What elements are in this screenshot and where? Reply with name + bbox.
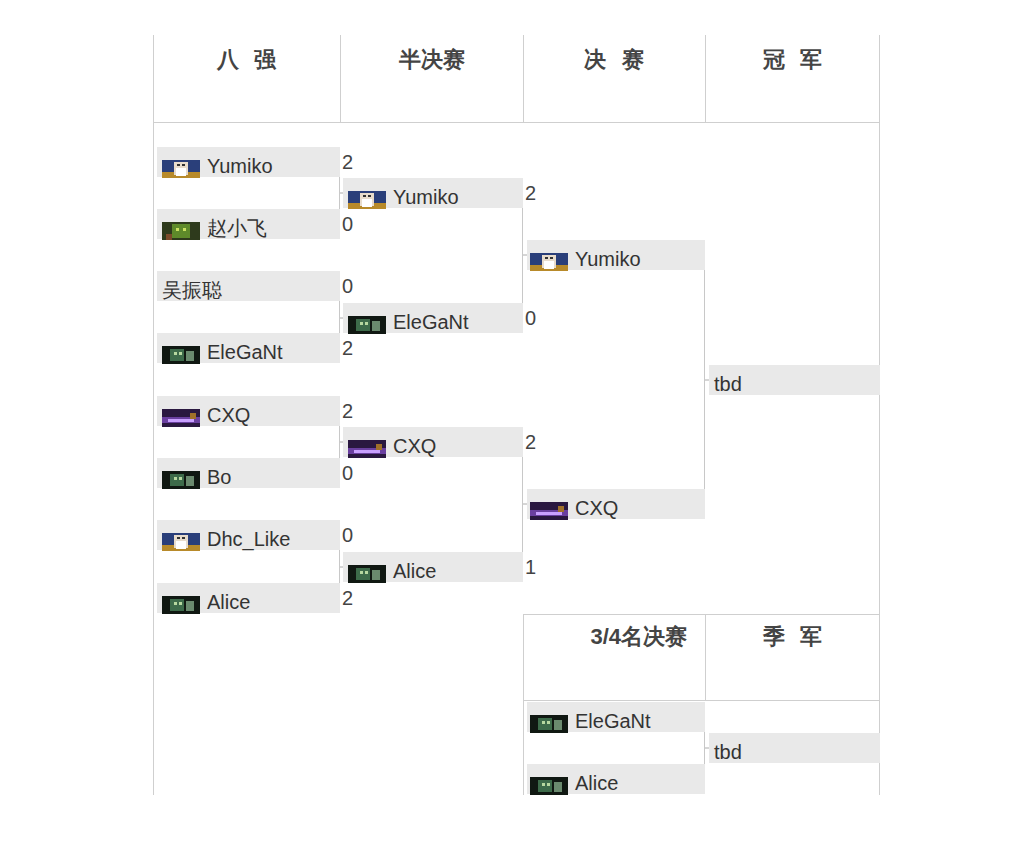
player-box: CXQ2 bbox=[157, 396, 340, 426]
match-score: 0 bbox=[342, 209, 353, 239]
race-icon bbox=[162, 471, 200, 489]
column-header: 冠军 bbox=[705, 46, 880, 74]
match-score: 2 bbox=[342, 333, 353, 363]
race-icon bbox=[530, 777, 568, 795]
race-icon bbox=[162, 409, 200, 427]
column-header: 季军 bbox=[705, 623, 880, 651]
match-score: 2 bbox=[342, 583, 353, 613]
match-score: 2 bbox=[525, 427, 536, 457]
player-box: Dhc_Like0 bbox=[157, 520, 340, 550]
player-box: EleGaNt0 bbox=[343, 303, 523, 333]
player-name: tbd bbox=[714, 372, 742, 396]
column-header: 3/4名决赛 bbox=[523, 623, 687, 651]
match-score: 2 bbox=[342, 147, 353, 177]
race-icon bbox=[348, 316, 386, 334]
player-name: Alice bbox=[393, 559, 436, 583]
race-icon bbox=[530, 502, 568, 520]
column-header: 八强 bbox=[153, 46, 340, 74]
column-header: 半决赛 bbox=[340, 46, 523, 74]
race-icon bbox=[162, 222, 200, 240]
race-icon bbox=[162, 533, 200, 551]
match-score: 2 bbox=[342, 396, 353, 426]
player-name: 吴振聪 bbox=[162, 278, 222, 302]
match-score: 0 bbox=[342, 520, 353, 550]
match-score: 2 bbox=[525, 178, 536, 208]
player-box: Alice1 bbox=[343, 552, 523, 582]
player-name: Bo bbox=[207, 465, 231, 489]
column-header: 决赛 bbox=[523, 46, 705, 74]
player-name: tbd bbox=[714, 740, 742, 764]
player-name: CXQ bbox=[207, 403, 250, 427]
player-name: CXQ bbox=[575, 496, 618, 520]
race-icon bbox=[348, 565, 386, 583]
player-box: Alice bbox=[527, 764, 705, 794]
player-name: Alice bbox=[575, 771, 618, 795]
player-box: tbd bbox=[709, 365, 880, 395]
match-score: 0 bbox=[342, 458, 353, 488]
bracket-connector bbox=[705, 380, 710, 519]
player-box: Alice2 bbox=[157, 583, 340, 613]
player-box: 吴振聪0 bbox=[157, 271, 340, 301]
player-name: Alice bbox=[207, 590, 250, 614]
player-box: tbd bbox=[709, 733, 880, 763]
race-icon bbox=[162, 596, 200, 614]
race-icon bbox=[348, 191, 386, 209]
player-name: EleGaNt bbox=[575, 709, 651, 733]
match-score: 1 bbox=[525, 552, 536, 582]
player-box: EleGaNt bbox=[527, 702, 705, 732]
race-icon bbox=[162, 346, 200, 364]
race-icon bbox=[530, 715, 568, 733]
player-name: 赵小飞 bbox=[207, 216, 267, 240]
race-icon bbox=[162, 160, 200, 178]
player-box: 赵小飞0 bbox=[157, 209, 340, 239]
race-icon bbox=[348, 440, 386, 458]
player-box: CXQ bbox=[527, 489, 705, 519]
player-box: Yumiko2 bbox=[343, 178, 523, 208]
match-score: 0 bbox=[525, 303, 536, 333]
player-name: Yumiko bbox=[207, 154, 273, 178]
player-name: Yumiko bbox=[393, 185, 459, 209]
player-box: CXQ2 bbox=[343, 427, 523, 457]
match-score: 0 bbox=[342, 271, 353, 301]
player-box: Yumiko2 bbox=[157, 147, 340, 177]
player-name: Dhc_Like bbox=[207, 527, 290, 551]
player-box: Bo0 bbox=[157, 458, 340, 488]
player-box: Yumiko bbox=[527, 240, 705, 270]
bracket-connector bbox=[705, 240, 710, 380]
player-box: EleGaNt2 bbox=[157, 333, 340, 363]
player-name: EleGaNt bbox=[207, 340, 283, 364]
player-name: CXQ bbox=[393, 434, 436, 458]
race-icon bbox=[530, 253, 568, 271]
player-name: EleGaNt bbox=[393, 310, 469, 334]
player-name: Yumiko bbox=[575, 247, 641, 271]
